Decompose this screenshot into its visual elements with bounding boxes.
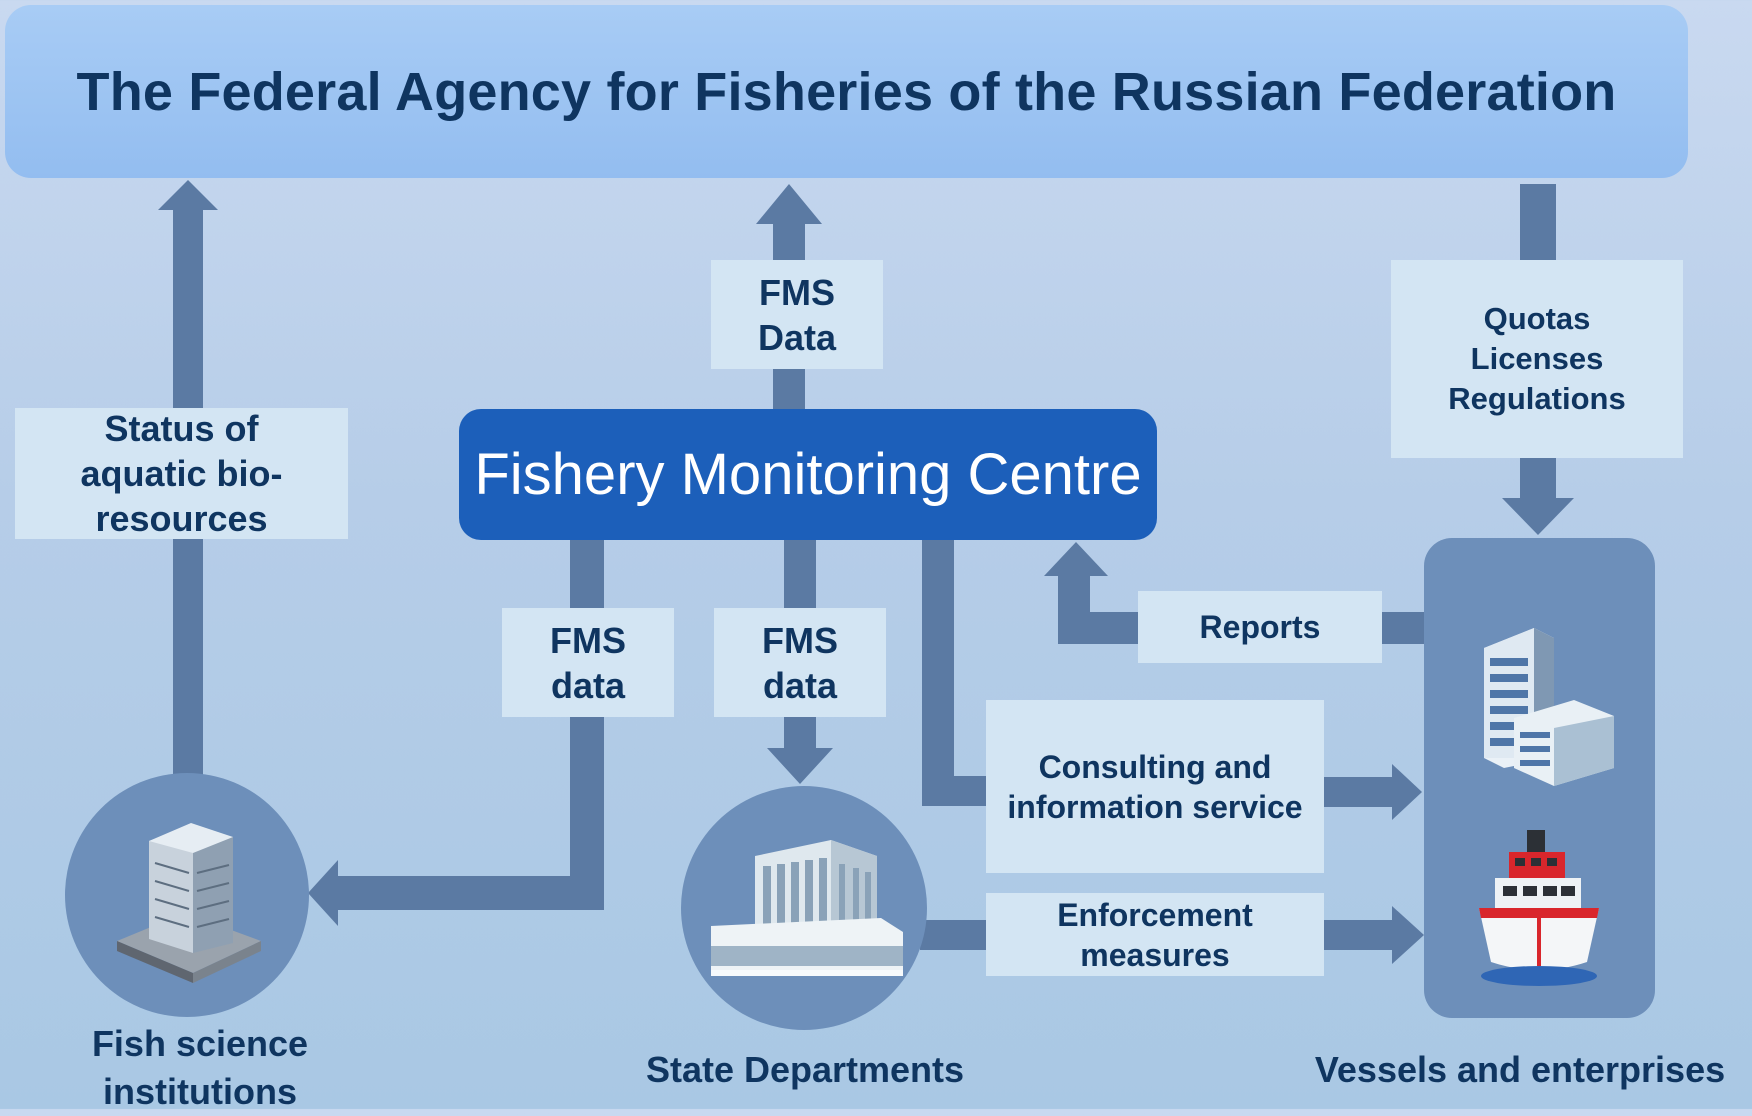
arrow-centre-to-science-shaft-h [336, 876, 604, 910]
arrow-state-to-enforcement-shaft [920, 920, 990, 950]
status-line-2: aquatic bio- [80, 453, 283, 494]
government-building-icon [711, 840, 903, 976]
quotas-line-2: Licenses [1470, 341, 1604, 376]
quotas-label: Quotas Licenses Regulations [1391, 260, 1683, 458]
vessels-caption: Vessels and enterprises [1300, 1046, 1740, 1094]
arrow-centre-to-science-shaft-v [570, 538, 604, 910]
fish-science-line-2: institutions [103, 1071, 297, 1112]
ship-icon [1479, 830, 1599, 986]
fms-top-line-1: FMS [759, 271, 835, 313]
fms-mid-line-1: FMS [762, 619, 838, 661]
status-line-3: resources [95, 498, 268, 539]
arrow-centre-to-agency-head [756, 184, 822, 224]
arrow-enforcement-to-vessels-head [1392, 906, 1424, 964]
reports-text: Reports [1199, 609, 1321, 645]
fms-left-line-2: data [550, 664, 626, 706]
consulting-label: Consulting and information service [986, 700, 1324, 873]
fms-top-line-2: Data [757, 316, 837, 358]
enforcement-label: Enforcement measures [986, 893, 1324, 976]
vessels-text: Vessels and enterprises [1314, 1049, 1726, 1090]
consulting-line-1: Consulting and [1038, 748, 1272, 785]
enforcement-line-2: measures [1080, 936, 1230, 973]
arrow-centre-to-science-head [308, 860, 338, 926]
arrow-consulting-to-vessels-head [1392, 764, 1422, 820]
fish-science-node [65, 773, 309, 1017]
quotas-line-3: Regulations [1448, 381, 1626, 416]
arrow-agency-to-vessels-head [1502, 498, 1574, 535]
fms-left-line-1: FMS [550, 619, 626, 661]
arrow-enforcement-to-vessels-shaft [1322, 920, 1396, 950]
fms-mid-line-2: data [762, 664, 838, 706]
arrow-reports-head [1044, 542, 1108, 576]
arrow-centre-to-state-head [767, 748, 833, 784]
fms-data-left-label: FMS data [502, 608, 674, 717]
quotas-line-1: Quotas [1483, 301, 1591, 336]
fms-data-top-label: FMS Data [711, 260, 883, 369]
state-departments-text: State Departments [645, 1049, 965, 1090]
arrow-reports-shaft-v [1058, 574, 1090, 644]
agency-title: The Federal Agency for Fisheries of the … [76, 61, 1617, 122]
office-buildings-icon [1484, 628, 1614, 786]
state-departments-caption: State Departments [620, 1046, 990, 1094]
state-departments-node [681, 786, 927, 1030]
monitoring-centre-box: Fishery Monitoring Centre [459, 409, 1157, 540]
arrow-consulting-to-vessels-shaft [1322, 777, 1396, 807]
fms-data-mid-label: FMS data [714, 608, 886, 717]
enforcement-line-1: Enforcement [1057, 896, 1253, 933]
reports-label: Reports [1138, 591, 1382, 663]
arrow-centre-to-consulting-v [922, 538, 954, 806]
monitoring-centre-title: Fishery Monitoring Centre [474, 442, 1142, 507]
arrow-centre-to-consulting-h [922, 776, 988, 806]
fish-science-line-1: Fish science [91, 1023, 309, 1064]
agency-box: The Federal Agency for Fisheries of the … [5, 5, 1688, 178]
arrow-science-to-agency-head [158, 180, 218, 210]
status-line-1: Status of [104, 408, 259, 449]
vessels-panel [1424, 538, 1655, 1018]
status-label: Status of aquatic bio- resources [15, 408, 348, 539]
office-tower-icon [117, 823, 261, 983]
fish-science-caption: Fish science institutions [40, 1020, 360, 1116]
consulting-line-2: information service [1007, 788, 1303, 825]
